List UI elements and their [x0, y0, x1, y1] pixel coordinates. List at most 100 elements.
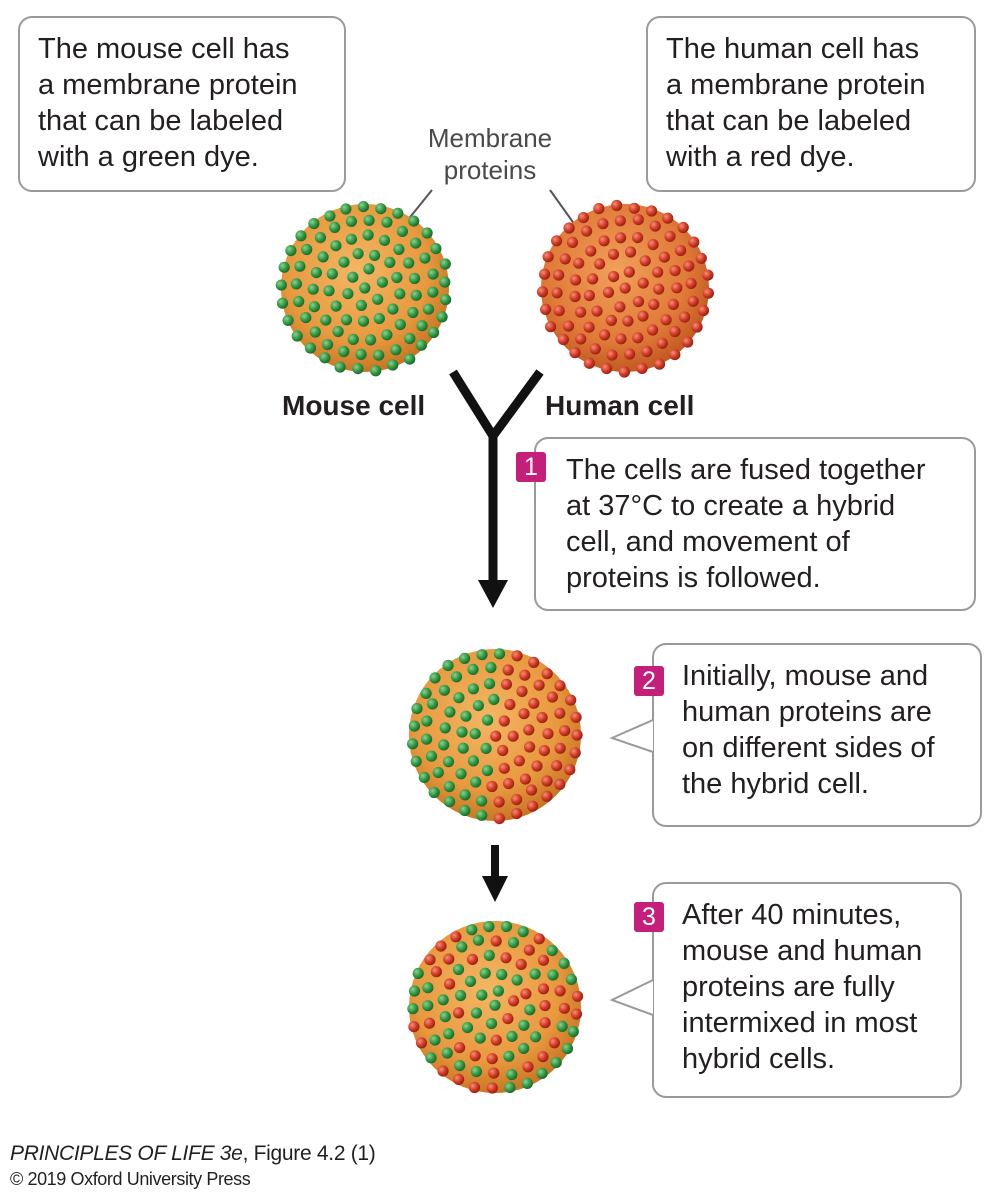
green-protein [338, 345, 350, 358]
red-protein [498, 762, 510, 774]
green-protein [470, 1007, 483, 1019]
green-protein [314, 232, 326, 244]
green-protein [439, 722, 451, 734]
green-protein [479, 967, 491, 979]
green-protein [363, 263, 375, 275]
green-protein [430, 243, 442, 255]
green-protein [370, 365, 382, 377]
red-protein [675, 244, 687, 257]
green-protein [392, 207, 404, 219]
red-protein [498, 715, 510, 727]
red-protein [691, 321, 703, 333]
red-protein [520, 988, 532, 1000]
red-protein [443, 953, 455, 965]
red-protein [632, 332, 644, 344]
red-protein [519, 669, 531, 681]
green-protein [407, 738, 419, 750]
green-protein [466, 924, 478, 936]
green-protein [282, 314, 294, 326]
green-protein [496, 968, 508, 981]
green-protein [561, 1043, 574, 1055]
mouse-description-box: The mouse cell has a membrane protein th… [18, 16, 346, 192]
green-protein [483, 921, 495, 933]
red-protein [660, 314, 672, 326]
green-protein [529, 968, 541, 980]
green-protein [362, 229, 374, 241]
human-description-box: The human cell has a membrane protein th… [646, 16, 976, 192]
green-protein [429, 1034, 441, 1046]
red-protein [565, 694, 577, 706]
fusion-arrow-right-branch [489, 369, 544, 439]
red-protein [615, 333, 627, 345]
red-protein [450, 931, 462, 943]
green-protein [438, 684, 450, 696]
green-protein [460, 710, 472, 722]
red-protein [423, 1017, 436, 1029]
green-protein [521, 1077, 533, 1089]
red-protein [606, 349, 618, 361]
red-protein [583, 357, 596, 369]
green-protein [396, 225, 408, 237]
red-protein [637, 310, 649, 322]
red-protein [486, 1053, 498, 1065]
green-protein [276, 297, 289, 309]
green-protein [415, 339, 427, 351]
red-protein [623, 266, 635, 278]
red-protein [502, 1013, 514, 1025]
red-protein [559, 725, 571, 737]
green-protein [408, 215, 420, 227]
step-1-line-1: The cells are fused together [566, 454, 926, 486]
green-protein [308, 301, 320, 313]
step-3-line-5: hybrid cells. [682, 1043, 836, 1075]
green-protein [390, 344, 402, 356]
green-protein [439, 276, 451, 288]
green-protein [428, 326, 440, 339]
red-protein [656, 337, 668, 349]
red-protein [570, 711, 582, 723]
green-protein [530, 1031, 542, 1043]
green-protein [459, 652, 471, 665]
red-protein [497, 744, 509, 757]
green-protein [357, 315, 370, 327]
green-protein [504, 1081, 516, 1094]
green-protein [375, 203, 387, 215]
green-protein [300, 312, 312, 324]
red-protein [453, 1073, 465, 1085]
human-desc-line-1: The human cell has [666, 33, 920, 65]
red-protein [466, 953, 479, 966]
human-desc-line-2: a membrane protein [666, 69, 926, 101]
green-protein [340, 314, 353, 326]
red-protein [611, 199, 623, 212]
step-2-line-2: human proteins are [682, 696, 932, 728]
red-protein [575, 306, 587, 318]
green-protein [506, 1069, 518, 1081]
green-protein [338, 256, 350, 268]
red-protein [515, 958, 527, 971]
red-protein [622, 315, 634, 327]
red-protein [669, 325, 681, 338]
green-protein [470, 1066, 482, 1078]
green-protein [426, 698, 439, 710]
red-protein [669, 349, 681, 361]
red-protein [648, 298, 660, 310]
red-protein [490, 1034, 502, 1046]
red-protein [652, 266, 664, 278]
green-protein [334, 361, 346, 373]
red-protein [490, 730, 502, 742]
green-protein [421, 733, 433, 745]
green-protein [352, 248, 364, 260]
green-protein [340, 203, 352, 215]
green-protein [393, 243, 405, 255]
green-protein [459, 804, 471, 817]
red-protein [572, 990, 584, 1002]
red-protein [551, 235, 563, 247]
red-protein [647, 324, 659, 336]
green-protein [376, 276, 388, 288]
green-protein [308, 218, 320, 230]
red-protein [518, 708, 530, 720]
red-protein [554, 742, 566, 754]
green-protein [439, 1011, 451, 1023]
red-protein [653, 358, 666, 370]
green-protein [444, 706, 456, 718]
green-protein [387, 359, 399, 371]
